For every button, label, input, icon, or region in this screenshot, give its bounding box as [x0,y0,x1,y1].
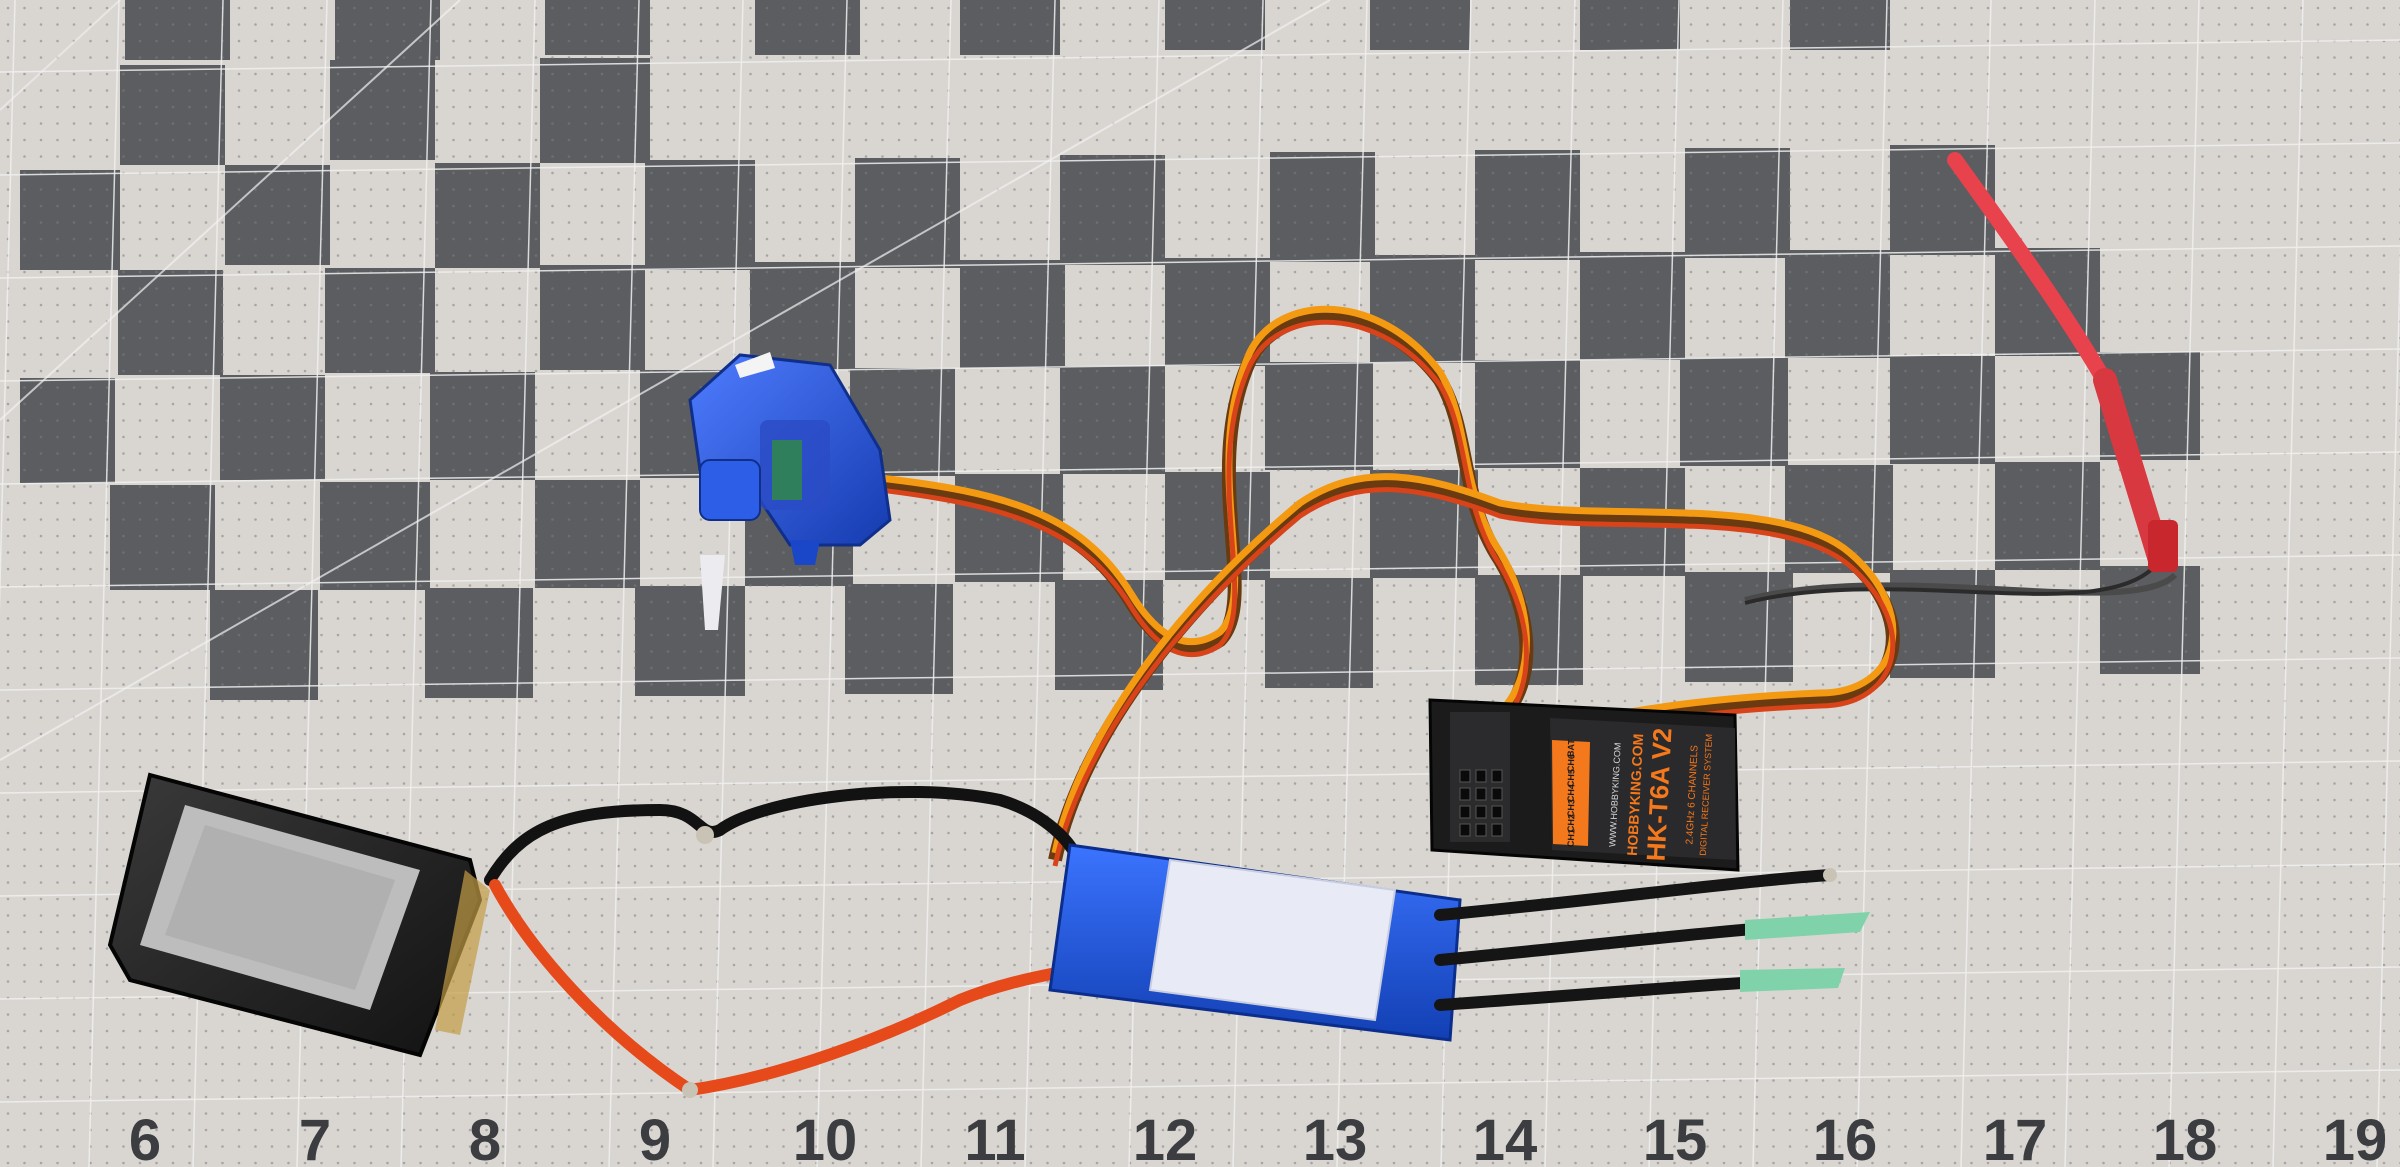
ruler-number: 16 [1813,1108,1878,1167]
ruler-number: 7 [299,1108,331,1167]
receiver-channel-label: CH2 [1566,814,1577,833]
ruler-number: 13 [1303,1108,1368,1167]
ruler-number: 11 [964,1108,1025,1167]
grid-line-vertical [2376,243,2400,1167]
micro-servo [688,352,892,630]
receiver-channel-label: CH5 [1566,769,1577,788]
ruler-number: 19 [2323,1108,2388,1167]
esc-controller [1048,843,1870,1042]
grid-line-vertical [504,0,536,1167]
grid-line-horizontal [0,245,2400,279]
lipo-battery [107,772,490,1058]
power-wires [484,785,1086,1098]
ruler-number: 10 [793,1108,858,1167]
receiver-pin [1459,787,1471,801]
receiver-brand-text: HOBBYKING.COM [1624,733,1646,856]
receiver-pin [1491,769,1503,783]
ruler-numbers: 6 7 8 9 10 11 12 13 14 15 16 17 18 19 [129,1108,2387,1167]
receiver-pin [1475,823,1487,837]
grid-line-vertical [1544,0,1576,1167]
servo-lead [879,305,1534,727]
receiver-pin [1459,823,1471,837]
grid-line-vertical [1648,0,1680,1167]
ruler-number: 17 [1983,1108,2048,1167]
receiver-model-text: HK-T6A V2 [1641,727,1678,862]
receiver-pin [1491,823,1503,837]
receiver-pin [1459,805,1471,819]
grid-line-horizontal [0,760,2400,794]
grid-line-horizontal [0,39,2400,73]
grid-line-vertical [0,0,16,613]
grid-line-vertical [608,0,640,1167]
receiver-channel-label: CH1 [1566,829,1577,848]
ruler-number: 8 [469,1108,501,1167]
receiver-pin [1475,787,1487,801]
grid-line-vertical [712,0,744,1167]
grid-line-vertical [88,0,120,1167]
grid-line-horizontal [0,142,2400,176]
esc-signal-lead [1048,473,1900,867]
receiver-pin [1491,805,1503,819]
grid-line-vertical [2168,0,2200,1167]
grid-line-vertical [816,0,848,1167]
grid-line-horizontal [0,554,2400,588]
grid-line-horizontal [0,451,2400,485]
grid-line-horizontal [0,657,2400,691]
ruler-number: 15 [1643,1108,1708,1167]
ruler-number: 6 [129,1108,161,1167]
grid-line-horizontal [0,348,2400,382]
grid-line-horizontal [0,1069,2400,1103]
receiver-pin [1475,805,1487,819]
receiver-channel-label: CH4 [1566,784,1577,803]
ruler-number: 14 [1473,1108,1538,1167]
receiver-pin [1491,787,1503,801]
receiver-antenna [1744,152,2178,605]
receiver-pins [1459,769,1503,837]
ruler-number: 18 [2153,1108,2218,1167]
receiver-channel-label: CH6 [1566,754,1577,773]
grid-line-vertical [920,0,952,1167]
receiver-channel-label: CH3 [1566,799,1577,818]
receiver-subtitle-text: 2.4GHz 6 CHANNELS [1684,745,1700,845]
receiver-pin [1459,769,1471,783]
grid-line-vertical [2064,0,2096,1167]
ruler-number: 9 [639,1108,671,1167]
grid-line-vertical [2272,0,2304,1167]
ruler-number: 12 [1133,1108,1198,1167]
receiver-pin [1475,769,1487,783]
receiver-channel-label: BAT [1566,738,1577,757]
